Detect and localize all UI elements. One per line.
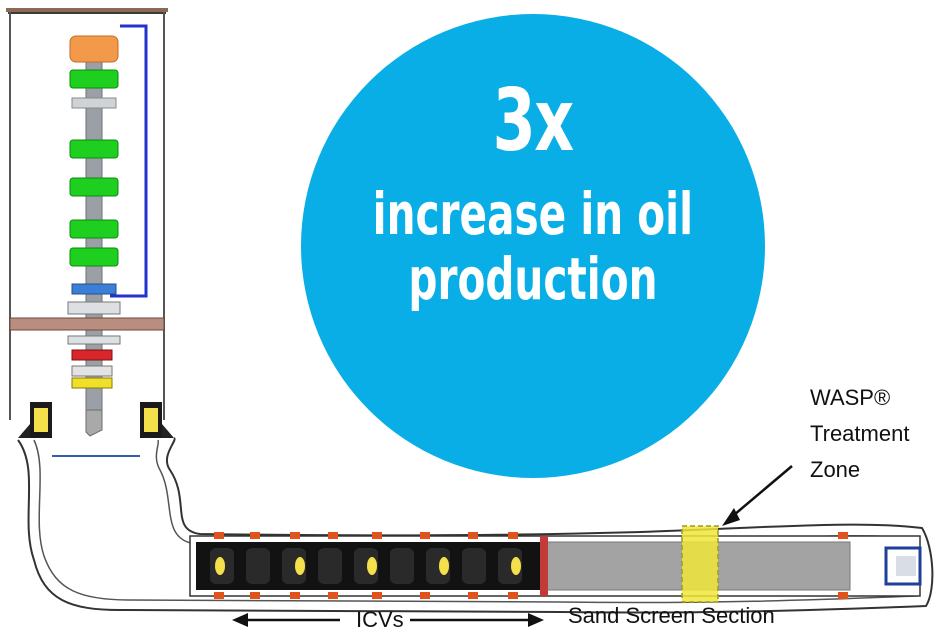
production-packer bbox=[9, 317, 165, 331]
callout-headline: 3x bbox=[492, 71, 575, 171]
control-line bbox=[110, 24, 148, 298]
borehole-outline bbox=[17, 437, 934, 614]
sand-screen-label: Sand Screen Section bbox=[568, 603, 775, 628]
icv-section bbox=[196, 532, 546, 599]
icv-arrows bbox=[232, 613, 544, 627]
treatment-zone-label-3: Zone bbox=[810, 457, 861, 482]
treatment-zone-label-1: WASP® bbox=[810, 385, 891, 410]
treatment-zone-label-2: Treatment bbox=[810, 421, 910, 446]
icvs-label: ICVs bbox=[356, 607, 404, 632]
treatment-zone-pointer bbox=[727, 465, 793, 521]
wellhead-cap bbox=[6, 8, 168, 12]
hanger-component bbox=[69, 35, 119, 63]
callout-line-1: increase in oil bbox=[372, 180, 694, 248]
treatment-zone-marker bbox=[681, 525, 719, 603]
green-packers bbox=[69, 69, 119, 295]
callout-line-2: production bbox=[408, 244, 658, 313]
production-callout-bubble: 3x increase in oil production bbox=[301, 14, 765, 478]
